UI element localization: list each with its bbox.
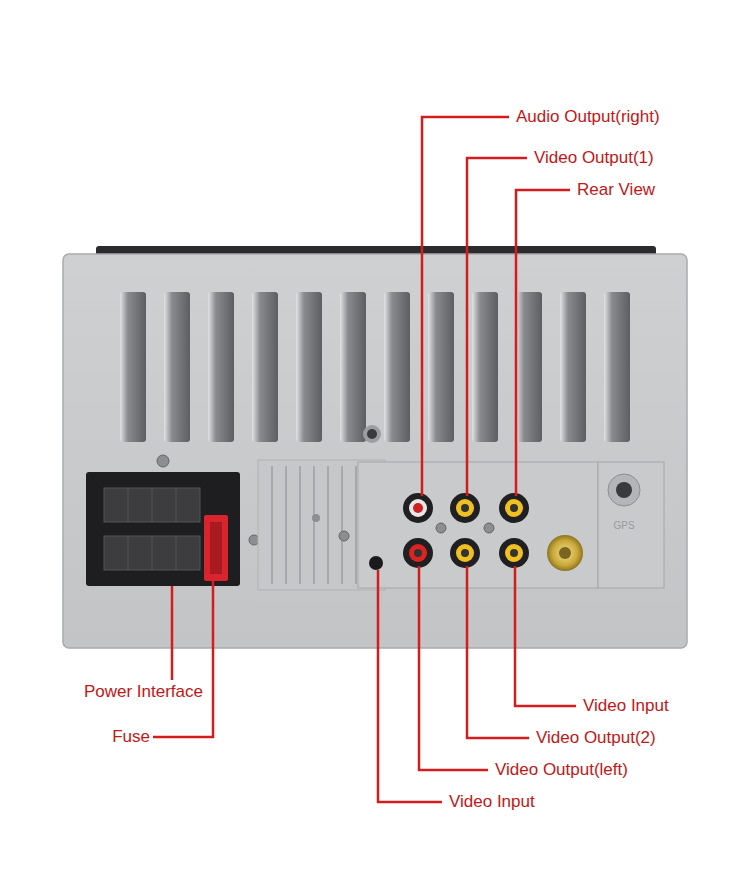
mic-jack xyxy=(369,556,383,570)
rca-jacks xyxy=(403,493,529,568)
gps-socket xyxy=(608,474,640,506)
callout-label: Video Input xyxy=(449,792,535,812)
callout-label: Video Output(1) xyxy=(534,148,654,168)
fuse-body xyxy=(210,522,222,574)
callout-label: Power Interface xyxy=(84,682,203,702)
port-marking: GPS xyxy=(613,520,634,532)
screw xyxy=(484,523,494,533)
vent-slots xyxy=(120,292,630,442)
callout-label: Video Input xyxy=(583,696,669,716)
ribs xyxy=(272,466,370,584)
antenna-pin xyxy=(559,547,571,559)
screw xyxy=(312,514,320,522)
callout-label: Video Output(2) xyxy=(536,728,656,748)
callout-label: Rear View xyxy=(577,180,655,200)
screw xyxy=(339,531,349,541)
callout-label: Fuse xyxy=(112,727,150,747)
rca-panel xyxy=(358,462,598,588)
connector-pins xyxy=(104,488,200,570)
callout-label: Video Output(left) xyxy=(495,760,628,780)
housing xyxy=(63,254,687,648)
antenna-socket xyxy=(547,535,583,571)
screw-hole-center xyxy=(367,429,377,439)
leader-lines xyxy=(153,117,576,802)
fuse xyxy=(204,515,228,581)
power-connector xyxy=(86,472,240,586)
screw-hole xyxy=(363,425,381,443)
gps-socket-hole xyxy=(616,482,632,498)
screw xyxy=(436,523,446,533)
screw xyxy=(157,455,169,467)
callout-label: Audio Output(right) xyxy=(516,107,660,127)
gps-panel xyxy=(598,462,664,588)
